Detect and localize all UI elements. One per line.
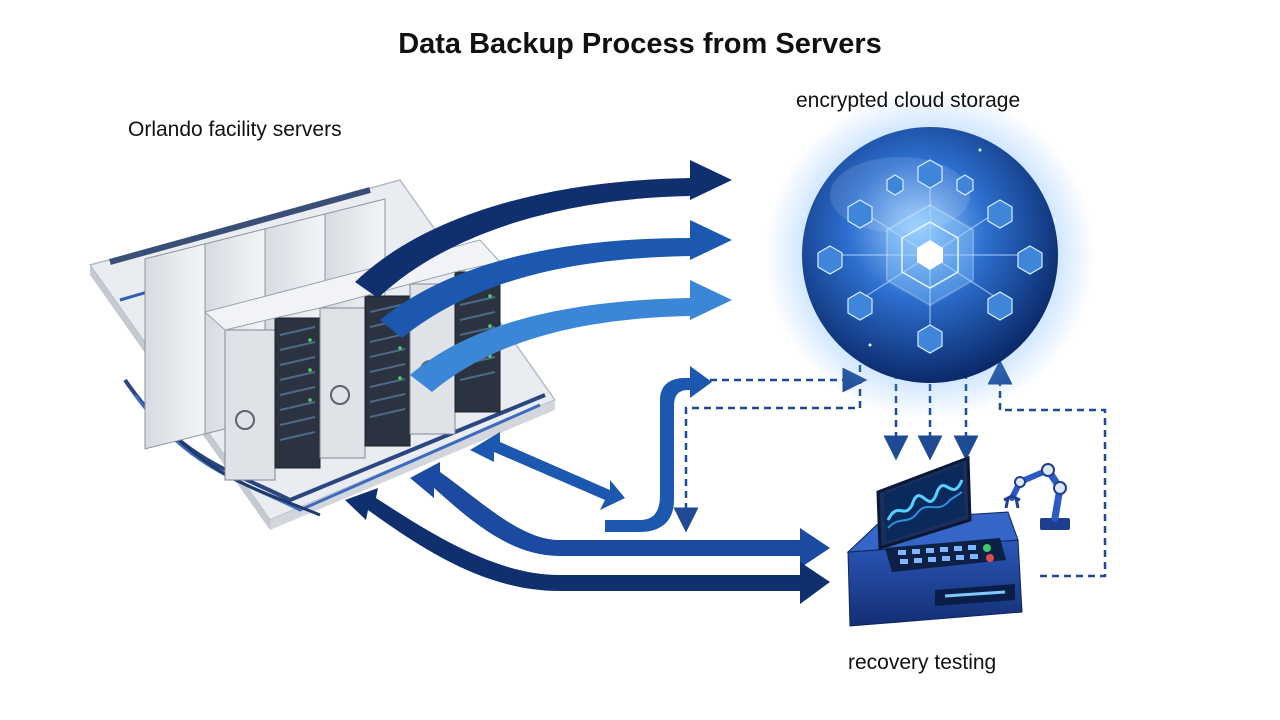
monitor-waveform-icon (876, 455, 972, 551)
upflow-arrow (605, 366, 712, 532)
robot-arm-icon (1003, 463, 1070, 530)
cloud-storage-label: encrypted cloud storage (796, 89, 1021, 112)
recovery-arrow-1 (410, 462, 830, 568)
recovery-testing-label: recovery testing (848, 651, 997, 674)
page-title: Data Backup Process from Servers (398, 28, 882, 60)
cloud-sphere-icon (765, 90, 1095, 420)
backup-arrow-3 (410, 280, 732, 392)
backup-arrow-1 (355, 160, 732, 298)
junction-arrow (470, 432, 625, 510)
hexagon-icon (886, 203, 974, 307)
recovery-arrow-2 (345, 488, 830, 604)
servers-label: Orlando facility servers (128, 118, 342, 141)
backup-arrow-2 (380, 220, 732, 338)
console-icon (846, 455, 1070, 627)
console-keypad (885, 538, 1006, 572)
backup-arrows (355, 160, 732, 392)
restore-arrows (345, 366, 830, 604)
